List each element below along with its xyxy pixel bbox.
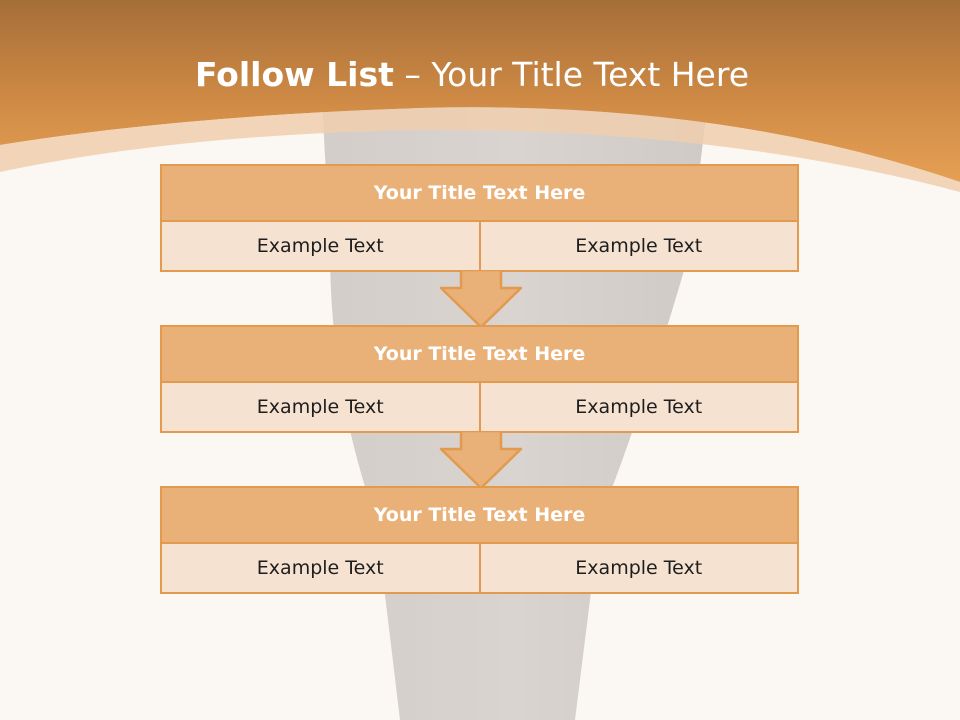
step-1-right-text: Example Text [478,222,798,270]
slide-title-rest: – Your Title Text Here [404,55,750,94]
step-title-1: Your Title Text Here [162,166,797,222]
header-swoosh [0,107,960,192]
step-2-right-text: Example Text [478,383,798,431]
down-arrow-icon [439,431,523,489]
step-2-left-text: Example Text [256,396,384,418]
step-row-2: Example Text Example Text [162,383,797,431]
step-title-3: Your Title Text Here [162,488,797,544]
step-1-left-text: Example Text [256,235,384,257]
step-block-3: Your Title Text Here Example Text Exampl… [160,486,799,594]
step-title-2: Your Title Text Here [162,327,797,383]
step-row-1: Example Text Example Text [162,222,797,270]
step-block-2: Your Title Text Here Example Text Exampl… [160,325,799,433]
header-band [0,0,960,182]
slide-title: Follow List – Your Title Text Here [0,52,944,98]
step-3-right-text: Example Text [478,544,798,592]
step-row-3: Example Text Example Text [162,544,797,592]
slide-title-bold: Follow List [194,55,394,94]
down-arrow-icon [439,270,523,328]
step-3-left-text: Example Text [256,557,384,579]
step-block-1: Your Title Text Here Example Text Exampl… [160,164,799,272]
